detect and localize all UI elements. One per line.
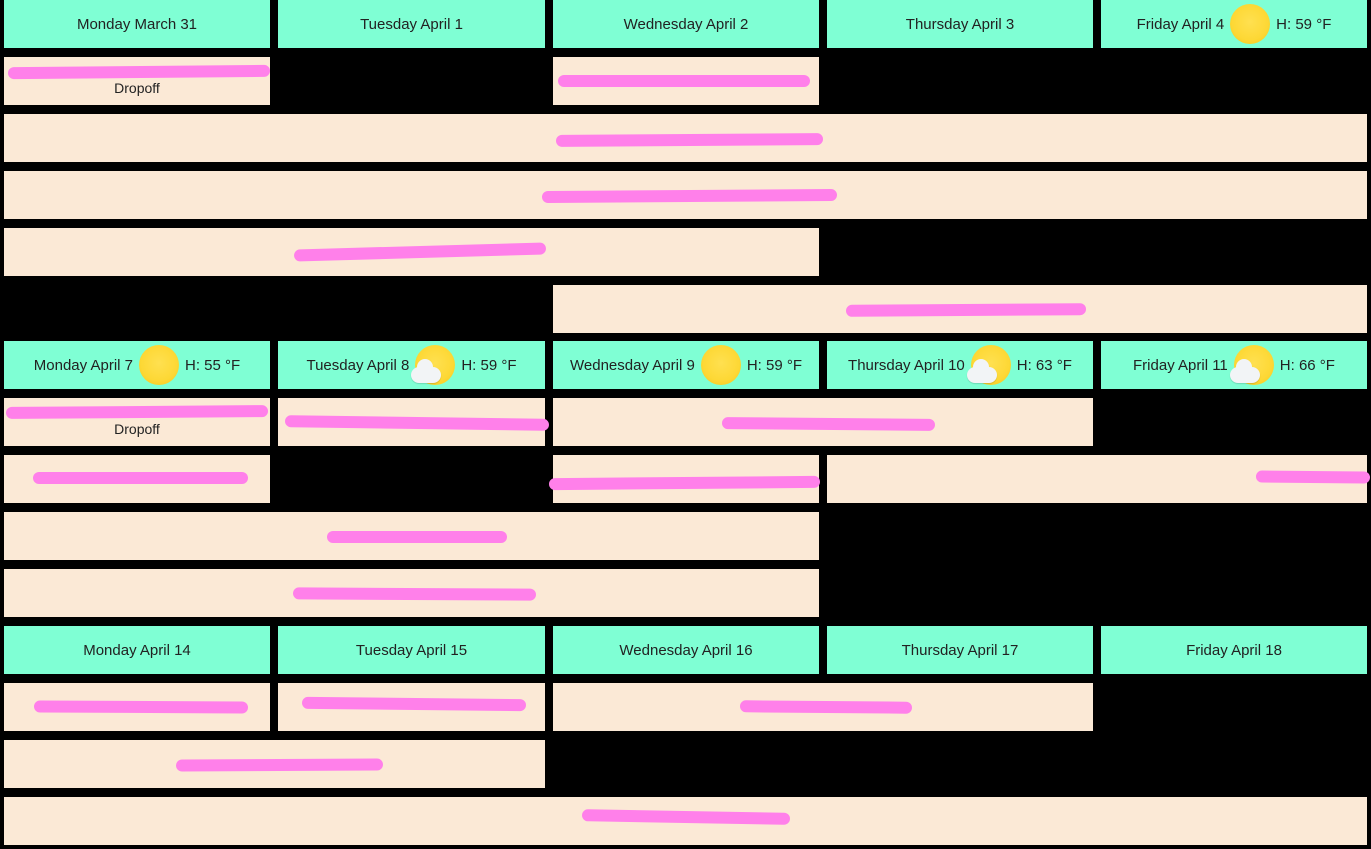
temperature: H: 59 °F [1276, 15, 1332, 33]
partly-cloudy-icon [411, 345, 456, 385]
day-header[interactable]: Thursday April 3 [827, 0, 1093, 48]
day-header[interactable]: Friday April 4 H: 59 °F [1101, 0, 1367, 48]
temperature: H: 59 °F [746, 356, 802, 374]
day-label: Thursday April 17 [901, 641, 1019, 659]
event-label: Dropoff [114, 420, 160, 437]
temperature: H: 55 °F [185, 356, 241, 374]
redaction-mark [721, 417, 936, 431]
day-label: Tuesday April 1 [360, 15, 463, 33]
day-header[interactable]: Wednesday April 2 [553, 0, 819, 48]
day-label: Tuesday April 15 [355, 641, 468, 659]
sun-icon [700, 345, 741, 385]
redaction-mark [33, 700, 249, 714]
sun-icon [139, 345, 180, 385]
event-label: Dropoff [114, 79, 160, 96]
day-label: Monday April 14 [83, 641, 191, 659]
day-label: Thursday April 3 [905, 15, 1015, 33]
day-header[interactable]: Thursday April 10 H: 63 °F [827, 341, 1093, 389]
calendar-event[interactable]: Dropoff [4, 57, 270, 105]
day-header[interactable]: Monday April 7 H: 55 °F [4, 341, 270, 389]
redaction-mark [558, 75, 810, 87]
day-header[interactable]: Friday April 18 [1101, 626, 1367, 674]
day-header[interactable]: Tuesday April 15 [278, 626, 545, 674]
day-header[interactable]: Tuesday April 8 H: 59 °F [278, 341, 545, 389]
redaction-mark [548, 475, 821, 491]
redaction-mark [555, 133, 824, 147]
redaction-mark [175, 758, 384, 772]
day-label: Friday April 4 [1136, 15, 1225, 33]
temperature: H: 66 °F [1279, 356, 1335, 374]
day-label: Wednesday April 9 [570, 356, 695, 374]
day-label: Wednesday April 2 [623, 15, 749, 33]
redaction-mark [541, 188, 838, 204]
redaction-mark [33, 472, 248, 484]
sun-icon [1230, 4, 1271, 44]
day-header[interactable]: Monday March 31 [4, 0, 270, 48]
day-header[interactable]: Wednesday April 16 [553, 626, 819, 674]
redaction-mark [301, 696, 527, 712]
day-label: Friday April 18 [1186, 641, 1282, 659]
redaction-mark [292, 587, 537, 601]
day-label: Thursday April 10 [848, 356, 965, 374]
redaction-mark [7, 64, 271, 80]
partly-cloudy-icon [1229, 345, 1274, 385]
day-label: Monday April 7 [33, 356, 134, 374]
day-header[interactable]: Wednesday April 9 H: 59 °F [553, 341, 819, 389]
temperature: H: 59 °F [461, 356, 517, 374]
redaction-mark [1255, 470, 1371, 484]
day-header[interactable]: Thursday April 17 [827, 626, 1093, 674]
day-header[interactable]: Friday April 11 H: 66 °F [1101, 341, 1367, 389]
day-label: Wednesday April 16 [619, 641, 753, 659]
day-label: Monday March 31 [76, 15, 198, 33]
day-header[interactable]: Tuesday April 1 [278, 0, 545, 48]
redaction-mark [739, 700, 913, 714]
partly-cloudy-icon [966, 345, 1011, 385]
redaction-mark [845, 303, 1087, 317]
redaction-mark [5, 405, 269, 419]
day-label: Friday April 11 [1133, 356, 1228, 374]
temperature: H: 63 °F [1016, 356, 1072, 374]
redaction-mark [327, 531, 507, 543]
day-header[interactable]: Monday April 14 [4, 626, 270, 674]
day-label: Tuesday April 8 [306, 356, 410, 374]
